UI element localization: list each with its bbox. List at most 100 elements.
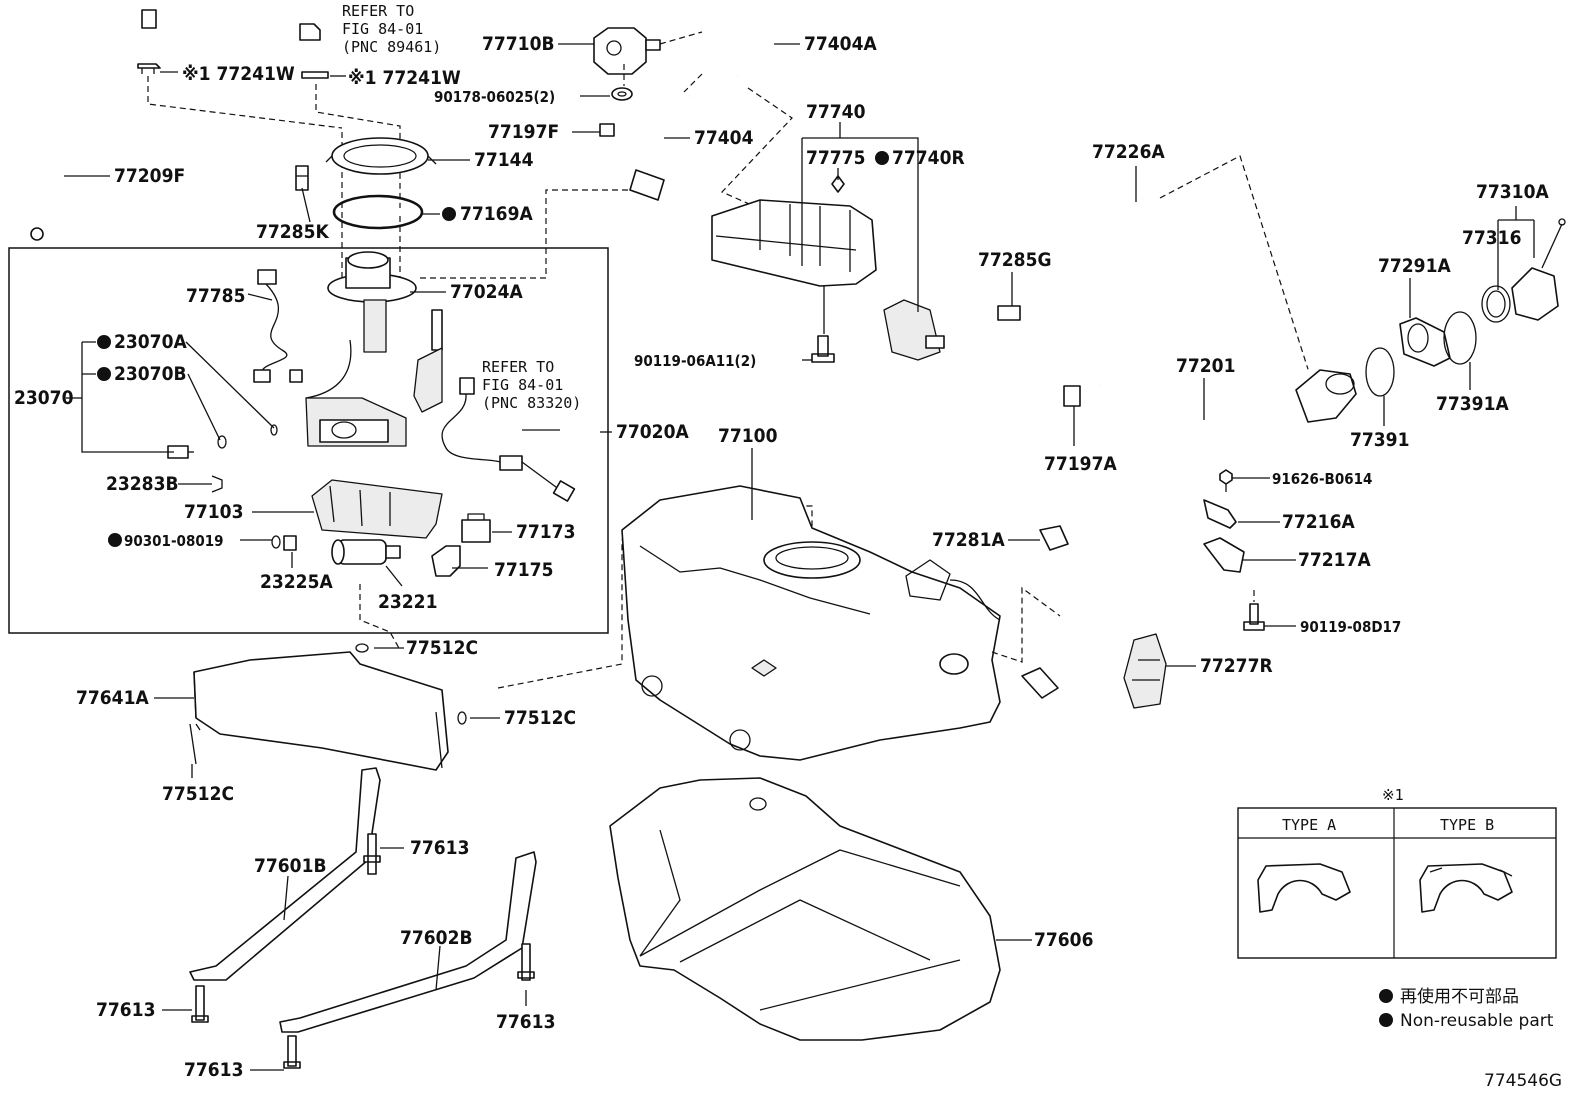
non-reusable-mark <box>875 151 889 165</box>
type-b-header: TYPE B <box>1440 816 1494 834</box>
clip-77197A <box>1063 385 1081 407</box>
legend-ja: 再使用不可部品 <box>1400 986 1519 1007</box>
heat-shield-77641A <box>193 651 449 771</box>
clamp-77285K <box>295 165 309 191</box>
bracket-77217A <box>1203 537 1245 573</box>
refer-note-83320: REFER TO FIG 84-01 (PNC 83320) <box>482 358 581 412</box>
label-77740R: 77740R <box>892 147 965 169</box>
refer-note-line: (PNC 89461) <box>342 38 441 56</box>
clip-77241W-right <box>301 71 329 79</box>
label-77512C-3: 77512C <box>162 783 234 805</box>
pump-motor-23221 <box>331 539 401 565</box>
collar-23225A <box>283 535 297 551</box>
non-reusable-mark <box>1379 1013 1393 1027</box>
label-77241W-2: ※1 77241W <box>348 67 461 89</box>
label-90178-06025: 90178-06025(2) <box>434 88 555 106</box>
non-reusable-mark <box>97 335 111 349</box>
o-ring-90301-08019 <box>271 535 281 549</box>
fuel-cap-77310A <box>1511 218 1566 321</box>
label-77103: 77103 <box>184 501 243 523</box>
bolt-77613 <box>191 833 535 1069</box>
label-77316: 77316 <box>1462 227 1521 249</box>
refer-note-line: REFER TO <box>482 358 554 376</box>
label-77310A: 77310A <box>1476 181 1549 203</box>
type-a-header: TYPE A <box>1282 816 1336 834</box>
clip-type-table: ※1 TYPE A TYPE B <box>1237 786 1557 959</box>
clamp-77285G <box>997 305 1021 321</box>
type-table-mark: ※1 <box>1382 786 1404 804</box>
legend-en: Non-reusable part <box>1400 1011 1554 1031</box>
hose-77404A <box>711 20 767 85</box>
label-77197F: 77197F <box>488 121 559 143</box>
gasket-77316 <box>1481 285 1511 323</box>
clip-77197F <box>599 123 615 137</box>
label-77169A: 77169A <box>460 203 533 225</box>
non-reusable-mark <box>108 533 122 547</box>
label-77020A: 77020A <box>616 421 689 443</box>
label-23283B: 23283B <box>106 473 179 495</box>
bracket-77103 <box>311 479 443 539</box>
label-77226A: 77226A <box>1092 141 1165 163</box>
label-77277R: 77277R <box>1200 655 1273 677</box>
fuel-pump-body <box>305 339 407 447</box>
label-77175: 77175 <box>494 559 553 581</box>
label-77217A: 77217A <box>1298 549 1371 571</box>
connector-89461 <box>299 23 321 41</box>
label-77241W-1: ※1 77241W <box>182 63 295 85</box>
label-77285G: 77285G <box>978 249 1052 271</box>
label-77613-2: 77613 <box>96 999 155 1021</box>
clip-type-a-icon <box>1257 863 1351 913</box>
label-23070B: 23070B <box>114 363 187 385</box>
label-90119-06A11: 90119-06A11(2) <box>634 352 756 370</box>
clip-77241W-left <box>137 63 161 74</box>
label-77613-1: 77613 <box>410 837 469 859</box>
bolt-91626-B0614 <box>1219 469 1233 492</box>
label-77285K: 77285K <box>256 221 329 243</box>
callout-labels: ※1 77241W ※1 77241W 77209F 77285K 77144 … <box>14 33 1549 1081</box>
gasket-77169A <box>332 194 424 230</box>
label-77404A: 77404A <box>804 33 877 55</box>
label-77641A: 77641A <box>76 687 149 709</box>
fuel-line-tube-77209F <box>18 9 157 241</box>
label-90119-08D17: 90119-08D17 <box>1300 618 1401 636</box>
label-77144: 77144 <box>474 149 534 171</box>
label-77291A: 77291A <box>1378 255 1451 277</box>
bolt-90119-06A11 <box>811 335 835 363</box>
non-reusable-mark <box>1379 989 1393 1003</box>
tank-protector-77606 <box>609 777 1001 1041</box>
label-77710B: 77710B <box>482 33 555 55</box>
label-90301-08019: 90301-08019 <box>124 532 224 550</box>
label-77785: 77785 <box>186 285 245 307</box>
diagram-id: 774546G <box>1484 1071 1562 1091</box>
fuel-tank-77100 <box>621 485 1001 761</box>
filter-23070 <box>167 424 278 493</box>
clip-77173 <box>461 513 491 543</box>
strap-77601B <box>189 767 381 981</box>
harness-77785 <box>253 269 303 383</box>
label-77404: 77404 <box>694 127 754 149</box>
label-77613-4: 77613 <box>184 1059 243 1081</box>
label-77216A: 77216A <box>1282 511 1355 533</box>
non-reusable-mark <box>97 367 111 381</box>
label-23070A: 23070A <box>114 331 187 353</box>
non-reusable-mark <box>442 207 456 221</box>
pump-assembly-frame <box>8 247 609 634</box>
pump-cap-77024A <box>327 251 417 353</box>
label-77601B: 77601B <box>254 855 327 877</box>
grommet-77512C <box>189 643 467 765</box>
label-77512C-1: 77512C <box>406 637 478 659</box>
valve-77710B <box>593 27 661 75</box>
legend: 再使用不可部品 Non-reusable part <box>1379 986 1554 1031</box>
label-77281A: 77281A <box>932 529 1005 551</box>
label-77197A: 77197A <box>1044 453 1117 475</box>
label-77391A: 77391A <box>1436 393 1509 415</box>
label-23070: 23070 <box>14 387 74 409</box>
refer-note-89461: REFER TO FIG 84-01 (PNC 89461) <box>342 2 441 56</box>
sender-gauge <box>413 309 443 413</box>
label-77775: 77775 <box>806 147 865 169</box>
label-91626-B0614: 91626-B0614 <box>1272 470 1372 488</box>
gasket-77391 <box>1365 347 1395 397</box>
label-77602B: 77602B <box>400 927 473 949</box>
label-77201: 77201 <box>1176 355 1235 377</box>
